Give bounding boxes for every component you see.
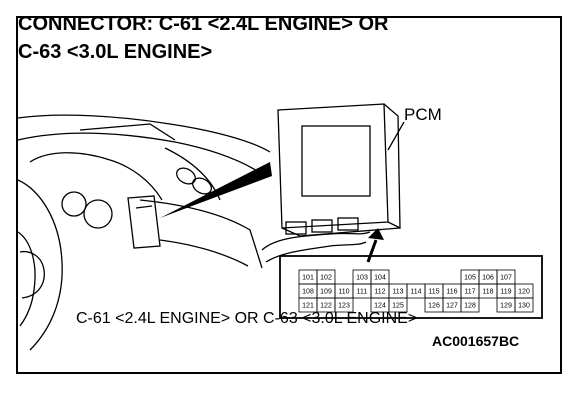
console-lower <box>159 239 249 267</box>
pin-number: 129 <box>500 303 512 310</box>
pin-number: 128 <box>464 303 476 310</box>
connector-title-line-2: C-63 <3.0L ENGINE> <box>18 41 213 63</box>
pcm-housing <box>277 103 389 229</box>
pin-cell-empty <box>479 298 497 312</box>
connector-plug-3 <box>337 217 359 231</box>
pin-number: 112 <box>374 289 385 296</box>
pin-number: 107 <box>500 275 512 282</box>
pcm-bottom-edge <box>281 227 401 237</box>
pcm-leader-wedge <box>160 162 272 218</box>
connector-title-line-1: CONNECTOR: C-61 <2.4L ENGINE> OR <box>18 13 389 35</box>
pin-number: 121 <box>302 303 314 310</box>
pcm-side <box>383 103 401 230</box>
dashboard-top-edge <box>17 114 271 153</box>
pin-number: 117 <box>464 289 475 296</box>
diagram-frame <box>16 16 562 374</box>
steering-wheel-inner <box>17 231 36 327</box>
pin-number: 111 <box>357 289 368 296</box>
pin-cell-empty <box>425 270 443 284</box>
connector-plug-1 <box>285 221 307 235</box>
pin-number: 122 <box>320 303 332 310</box>
pcm-window <box>301 125 371 197</box>
pin-number: 119 <box>500 289 511 296</box>
pin-number: 104 <box>374 275 386 282</box>
pin-cell-empty <box>443 270 461 284</box>
pin-number: 124 <box>374 303 386 310</box>
pcm-label-line <box>387 121 405 151</box>
pin-number: 106 <box>482 275 494 282</box>
dashboard-vent-top <box>79 123 176 141</box>
figure-code: AC001657BC <box>432 333 520 349</box>
pin-number: 114 <box>410 289 421 296</box>
dashboard-upper-edge <box>17 132 266 177</box>
pin-number: 126 <box>428 303 440 310</box>
side-vent-2 <box>192 177 212 195</box>
pin-number: 127 <box>446 303 458 310</box>
pin-cell-empty <box>389 270 407 284</box>
instrument-hood <box>29 152 163 201</box>
pin-number: 120 <box>518 289 530 296</box>
pin-number: 109 <box>320 289 332 296</box>
pin-cell <box>388 297 408 313</box>
side-vent-1 <box>176 167 196 185</box>
gauge-right <box>83 199 113 229</box>
connector-arrow-shaft <box>366 239 378 263</box>
pin-number: 108 <box>302 289 314 296</box>
pin-number: 113 <box>392 289 403 296</box>
pcm-label: PCM <box>404 105 442 124</box>
wire-harness <box>261 231 371 251</box>
pin-number: 101 <box>302 275 314 282</box>
pin-number: 116 <box>446 289 457 296</box>
pin-cell <box>514 297 534 313</box>
glovebox <box>127 195 161 249</box>
pin-number: 125 <box>392 303 404 310</box>
connector-title: CONNECTOR: C-61 <2.4L ENGINE> OR C-63 <3… <box>18 10 538 66</box>
connector-plug-2 <box>311 219 333 233</box>
pin-number: 123 <box>338 303 350 310</box>
connector-pin-table: 101 102 103 104 105 106 107 108 109 110 111 112 113 1… <box>298 269 534 313</box>
pin-cell <box>334 297 354 313</box>
pin-cell-empty <box>407 270 425 284</box>
connector-caption: C-61 <2.4L ENGINE> OR C-63 <3.0L ENGINE> <box>76 310 418 327</box>
pin-table-border <box>279 255 543 319</box>
gauge-left <box>61 191 87 217</box>
pin-number: 115 <box>428 289 439 296</box>
steering-wheel-outer <box>17 179 63 351</box>
pin-number: 130 <box>518 303 530 310</box>
steering-spoke <box>19 250 45 299</box>
pin-cell <box>460 297 480 313</box>
pin-number: 105 <box>464 275 476 282</box>
glovebox-handle <box>135 205 153 209</box>
pin-number: 103 <box>356 275 368 282</box>
pin-cell-empty <box>335 270 353 284</box>
pin-number: 102 <box>320 275 332 282</box>
connector-arrow-head <box>368 228 384 240</box>
pin-number: 118 <box>482 289 493 296</box>
pin-number: 110 <box>338 289 349 296</box>
